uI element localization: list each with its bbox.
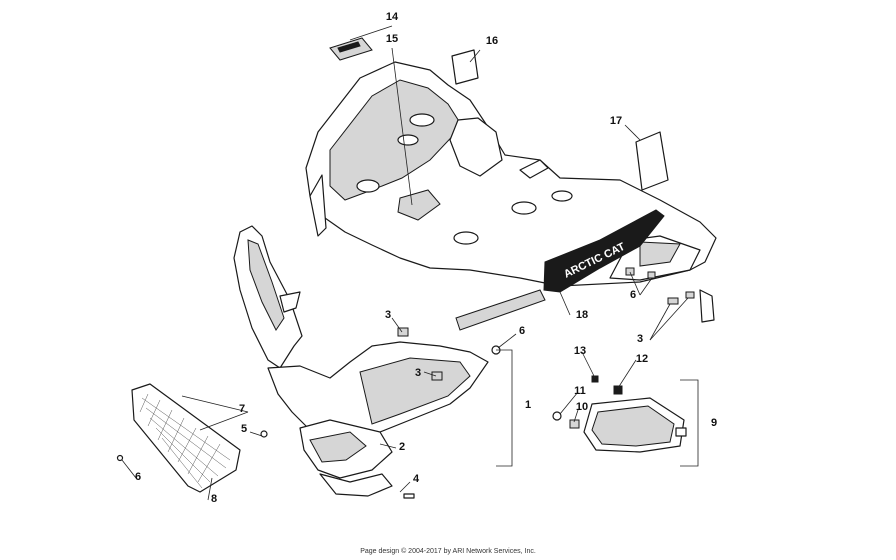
callout-c15: 15	[386, 33, 398, 45]
callout-c6b: 6	[519, 325, 525, 337]
callout-c3a: 3	[637, 333, 643, 345]
callout-c9: 9	[711, 417, 717, 429]
headlight-assembly	[552, 375, 687, 453]
callout-c16: 16	[486, 35, 498, 47]
bracket-9	[680, 379, 699, 467]
rear-fasteners	[625, 267, 715, 323]
decal-16	[451, 49, 479, 85]
callout-c14: 14	[386, 11, 399, 23]
front-bumper-assembly	[233, 225, 501, 497]
decal-17	[635, 131, 669, 191]
callout-c18: 18	[576, 309, 588, 321]
callout-c4: 4	[413, 473, 420, 485]
callout-c3c: 3	[415, 367, 421, 379]
callout-c10: 10	[576, 401, 588, 413]
callout-c6c: 6	[135, 471, 141, 483]
callout-c1: 1	[525, 399, 531, 411]
callout-c11: 11	[574, 385, 586, 397]
callout-c2: 2	[399, 441, 405, 453]
callout-c6a: 6	[630, 289, 636, 301]
front-fender-rack	[305, 61, 717, 287]
callout-c5: 5	[241, 423, 247, 435]
copyright-footer: Page design © 2004-2017 by ARI Network S…	[360, 548, 536, 555]
decal-14	[329, 37, 373, 61]
bracket-1	[496, 349, 513, 467]
callout-c3b: 3	[385, 309, 391, 321]
callout-c8: 8	[211, 493, 217, 505]
callout-c12: 12	[636, 353, 648, 365]
callout-c7: 7	[239, 403, 245, 415]
front-grille	[116, 383, 415, 499]
callout-c13: 13	[574, 345, 586, 357]
callout-c17: 17	[610, 115, 622, 127]
leader-lines	[121, 25, 689, 501]
